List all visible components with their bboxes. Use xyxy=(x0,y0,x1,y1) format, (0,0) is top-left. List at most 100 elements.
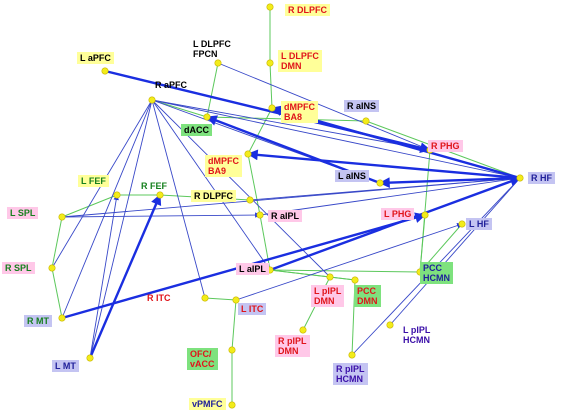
node-label-line: R HF xyxy=(531,173,552,183)
node-dot-ofc-vacc xyxy=(228,346,236,354)
edge-r-aipl-to-r-hf xyxy=(259,177,521,216)
node-label-line: vACC xyxy=(190,359,215,369)
edge-l-mt-to-r-fef xyxy=(88,194,162,359)
node-label-line: HCMN xyxy=(403,335,430,345)
node-dot-l-spl xyxy=(58,213,66,221)
node-label-line: L DLPFC xyxy=(193,39,231,49)
edge-l-aipl-to-r-hf xyxy=(269,176,522,272)
edge-r-spl-to-r-mt xyxy=(51,267,63,319)
node-label-line: R FEF xyxy=(141,181,167,191)
node-label-line: L aINS xyxy=(338,171,366,181)
node-dot-l-fef xyxy=(113,191,121,199)
edge-l-aipl-to-pcc-dmn xyxy=(269,269,356,281)
edge-l-itc-to-ofc-vacc xyxy=(231,299,237,351)
node-label-r-dlpfc-2: R DLPFC xyxy=(191,190,236,202)
node-label-l-apfc: L aPFC xyxy=(77,52,114,64)
node-dot-l-phg xyxy=(421,211,429,219)
node-dot-r-ains xyxy=(362,117,370,125)
node-label-l-hf: L HF xyxy=(466,218,492,230)
node-label-line: DMN xyxy=(357,296,378,306)
edge-l-spl-to-r-spl xyxy=(51,216,63,269)
node-label-r-ains: R aINS xyxy=(344,100,380,112)
node-label-r-mt: R MT xyxy=(24,315,52,327)
node-label-l-aipl: L aIPL xyxy=(236,263,269,275)
node-label-line: dACC xyxy=(184,125,209,135)
node-label-l-itc: L ITC xyxy=(238,303,267,315)
node-label-r-spl: R SPL xyxy=(2,262,35,274)
node-label-line: HCMN xyxy=(336,374,363,384)
edge-l-pipl-hcmn-to-r-hf xyxy=(389,177,521,326)
node-label-line: R MT xyxy=(27,316,49,326)
nodes-layer xyxy=(48,3,524,409)
node-label-line: R PHG xyxy=(431,141,460,151)
node-label-vpmfc: vPMFC xyxy=(189,398,226,410)
node-label-line: L DLPFC xyxy=(281,51,319,61)
node-dot-r-apfc xyxy=(148,96,156,104)
node-dot-dmpfc-ba8 xyxy=(268,104,276,112)
node-dot-r-spl xyxy=(48,264,56,272)
node-label-line: DMN xyxy=(278,346,299,356)
node-dot-l-dlpfc-dmn xyxy=(266,59,274,67)
node-label-line: R DLPFC xyxy=(288,5,327,15)
node-dot-r-dlpfc xyxy=(266,3,274,11)
node-label-r-itc: R ITC xyxy=(144,292,174,304)
node-label-line: PCC xyxy=(357,286,377,296)
node-dot-l-pipl-hcmn xyxy=(386,321,394,329)
node-label-line: L aPFC xyxy=(80,53,111,63)
node-label-line: R DLPFC xyxy=(194,191,233,201)
node-label-line: DMN xyxy=(281,61,302,71)
edge-l-spl-to-l-fef xyxy=(61,194,118,218)
edge-l-dlpfc-dmn-to-dmpfc-ba8 xyxy=(269,62,273,109)
node-label-line: HCMN xyxy=(423,273,450,283)
node-dot-l-dlpfc-fpcn xyxy=(214,59,222,67)
node-label-r-dlpfc: R DLPFC xyxy=(285,4,330,16)
edge-l-dlpfc-fpcn-to-r-phg xyxy=(217,62,431,151)
node-label-line: R pIPL xyxy=(278,336,307,346)
node-dot-r-mt xyxy=(58,314,66,322)
node-dot-r-pipl-hcmn xyxy=(348,351,356,359)
node-label-line: L pIPL xyxy=(314,286,342,296)
node-dot-r-dlpfc-2 xyxy=(246,196,254,204)
node-dot-pcc-dmn xyxy=(351,276,359,284)
node-label-l-mt: L MT xyxy=(52,360,79,372)
node-label-line: vPMFC xyxy=(192,399,223,409)
node-label-dacc: dACC xyxy=(181,124,212,136)
node-label-line: dMPFC xyxy=(208,156,239,166)
node-label-line: L pIPL xyxy=(403,325,431,335)
node-label-l-phg: L PHG xyxy=(381,208,415,220)
node-label-line: R SPL xyxy=(5,263,32,273)
node-label-line: R ITC xyxy=(147,293,171,303)
node-label-l-fef: L FEF xyxy=(78,175,109,187)
edge-r-apfc-to-dacc xyxy=(151,99,208,118)
node-label-r-fef: R FEF xyxy=(138,180,170,192)
edge-l-mt-to-l-fef xyxy=(89,194,119,359)
node-dot-vpmfc xyxy=(228,401,236,409)
node-label-line: L ITC xyxy=(241,304,264,314)
node-dot-r-pipl-dmn xyxy=(299,326,307,334)
edge-l-mt-to-r-apfc xyxy=(89,99,153,359)
edge-r-hf-to-l-ains xyxy=(378,176,521,189)
edge-r-itc-to-r-apfc xyxy=(151,99,206,299)
node-dot-dacc xyxy=(203,113,211,121)
node-label-r-aipl: R aIPL xyxy=(268,210,303,222)
node-label-line: R aINS xyxy=(347,101,377,111)
edge-r-apfc-to-r-phg xyxy=(151,99,431,152)
node-dot-dmpfc-ba9 xyxy=(244,150,252,158)
node-label-ofc-vacc: OFC/vACC xyxy=(187,348,218,370)
node-label-line: FPCN xyxy=(193,49,218,59)
node-label-line: L SPL xyxy=(10,208,36,218)
edge-dmpfc-ba8-to-dmpfc-ba9 xyxy=(247,107,273,155)
edge-r-dlpfc-2-to-r-hf xyxy=(249,177,521,201)
node-label-line: L HF xyxy=(469,219,489,229)
edge-l-dlpfc-fpcn-to-dacc xyxy=(206,62,219,118)
node-label-r-apfc: R aPFC xyxy=(152,79,190,91)
node-label-line: L FEF xyxy=(81,176,106,186)
edge-l-spl-to-r-aipl xyxy=(61,212,261,218)
edge-r-hf-to-dmpfc-ba9 xyxy=(246,149,521,180)
node-label-line: OFC/ xyxy=(190,349,212,359)
